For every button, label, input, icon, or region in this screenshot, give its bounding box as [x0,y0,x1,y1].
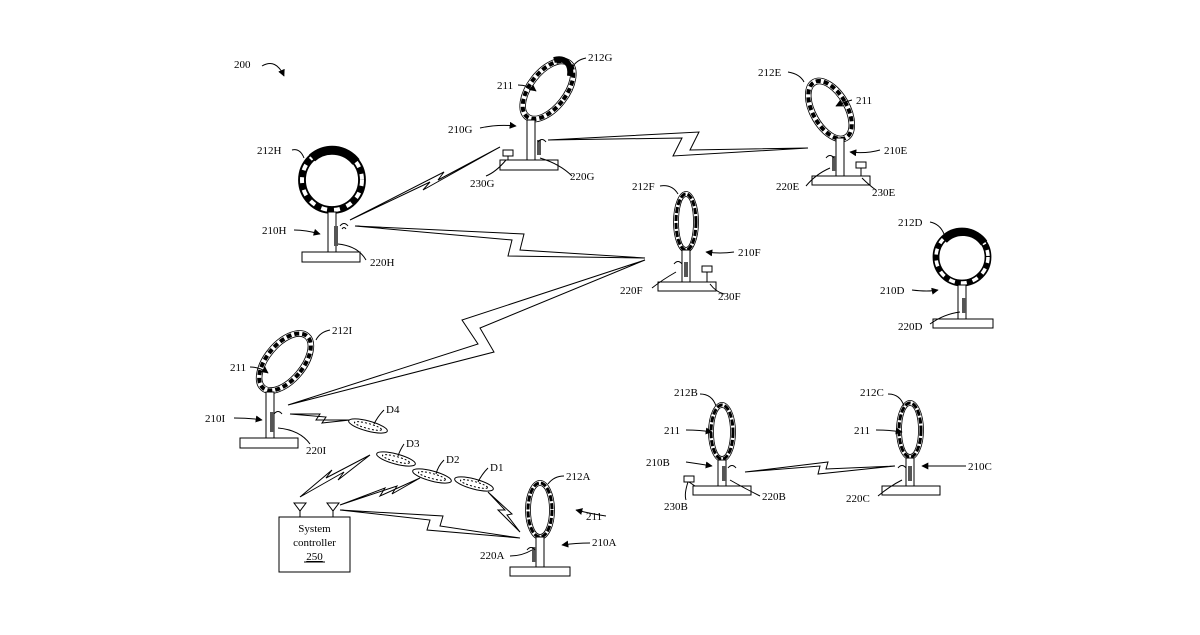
station-base-210e [812,176,870,185]
station-210d [933,228,993,328]
drone-d2 [411,466,452,486]
label-211-c: 211 [854,425,870,437]
label-210f: 210F [738,247,761,259]
station-base-210h [302,252,360,262]
beacon-ring-212b [711,405,733,459]
label-210c: 210C [968,461,992,473]
label-211-e: 211 [856,95,872,107]
station-210b [684,403,751,496]
label-212d: 212D [898,217,923,229]
beacon-ring-212f [676,194,696,250]
labels: 200 212H 210H 220H 212G 211 210G 220G 23… [205,52,992,562]
antenna-icon [274,412,282,415]
link-controller-a [340,510,520,538]
label-d4: D4 [386,404,400,416]
camera-icon [856,162,866,168]
controller-label-line1: System [298,523,331,535]
station-base-210c [882,486,940,495]
beacon-ring-212c [899,403,921,457]
drone-d4 [347,416,388,436]
label-230e: 230E [872,187,896,199]
label-d2: D2 [446,454,459,466]
link-controller-d2 [340,478,420,505]
label-d1: D1 [490,462,503,474]
label-212i: 212I [332,325,353,337]
label-212g: 212G [588,52,613,64]
label-220b: 220B [762,491,786,503]
label-220d: 220D [898,321,923,333]
leader-lines [234,58,966,556]
station-base-210f [658,282,716,291]
controller-ref: 250 [306,551,323,563]
station-210g [500,48,587,170]
label-211-g: 211 [497,80,513,92]
label-d3: D3 [406,438,420,450]
station-210f [658,192,716,292]
link-d1-a [488,492,520,532]
station-base-210i [240,438,298,448]
station-base-210d [933,319,993,328]
label-220g: 220G [570,171,595,183]
antenna-icon [728,466,736,469]
label-212c: 212C [860,387,884,399]
camera-icon [684,476,694,482]
drone-d3 [375,449,416,469]
label-220a: 220A [480,550,505,562]
system-controller: System controller 250 [279,503,350,572]
label-212f: 212F [632,181,655,193]
antenna-icon [294,503,306,511]
label-210a: 210A [592,537,617,549]
label-210h: 210H [262,225,287,237]
label-211-i: 211 [230,362,246,374]
controller-label-line2: controller [293,537,336,549]
figure-label: 200 [234,59,251,71]
label-212e: 212E [758,67,782,79]
antenna-icon [327,503,339,511]
station-210c [882,401,940,496]
beacon-ring-212e [799,74,860,146]
camera-icon [503,150,513,156]
station-210h [299,147,366,263]
label-220i: 220I [306,445,327,457]
label-230f: 230F [718,291,741,303]
label-220h: 220H [370,257,395,269]
antenna-icon [898,466,906,469]
label-210d: 210D [880,285,905,297]
station-base-210a [510,567,570,576]
label-220f: 220F [620,285,643,297]
antenna-icon [340,224,348,230]
label-230g: 230G [470,178,495,190]
antenna-icon [674,262,682,265]
label-211-b: 211 [664,425,680,437]
drone-d1 [453,474,494,494]
label-220e: 220E [776,181,800,193]
link-h-f [355,226,645,258]
beacon-ring-212a [528,483,552,537]
camera-icon [702,266,712,272]
label-212h: 212H [257,145,282,157]
label-220c: 220C [846,493,870,505]
label-212b: 212B [674,387,698,399]
link-controller-d3 [300,455,370,497]
link-i-d4 [290,414,350,423]
label-210g: 210G [448,124,473,136]
label-211-a: 211 [586,511,602,523]
label-210i: 210I [205,413,226,425]
station-210e [795,70,870,185]
label-212a: 212A [566,471,591,483]
station-210a [510,481,570,577]
wireless-links [288,132,895,538]
label-230b: 230B [664,501,688,513]
link-g-e [548,132,808,156]
label-210e: 210E [884,145,908,157]
label-210b: 210B [646,457,670,469]
link-b-c [745,462,895,474]
